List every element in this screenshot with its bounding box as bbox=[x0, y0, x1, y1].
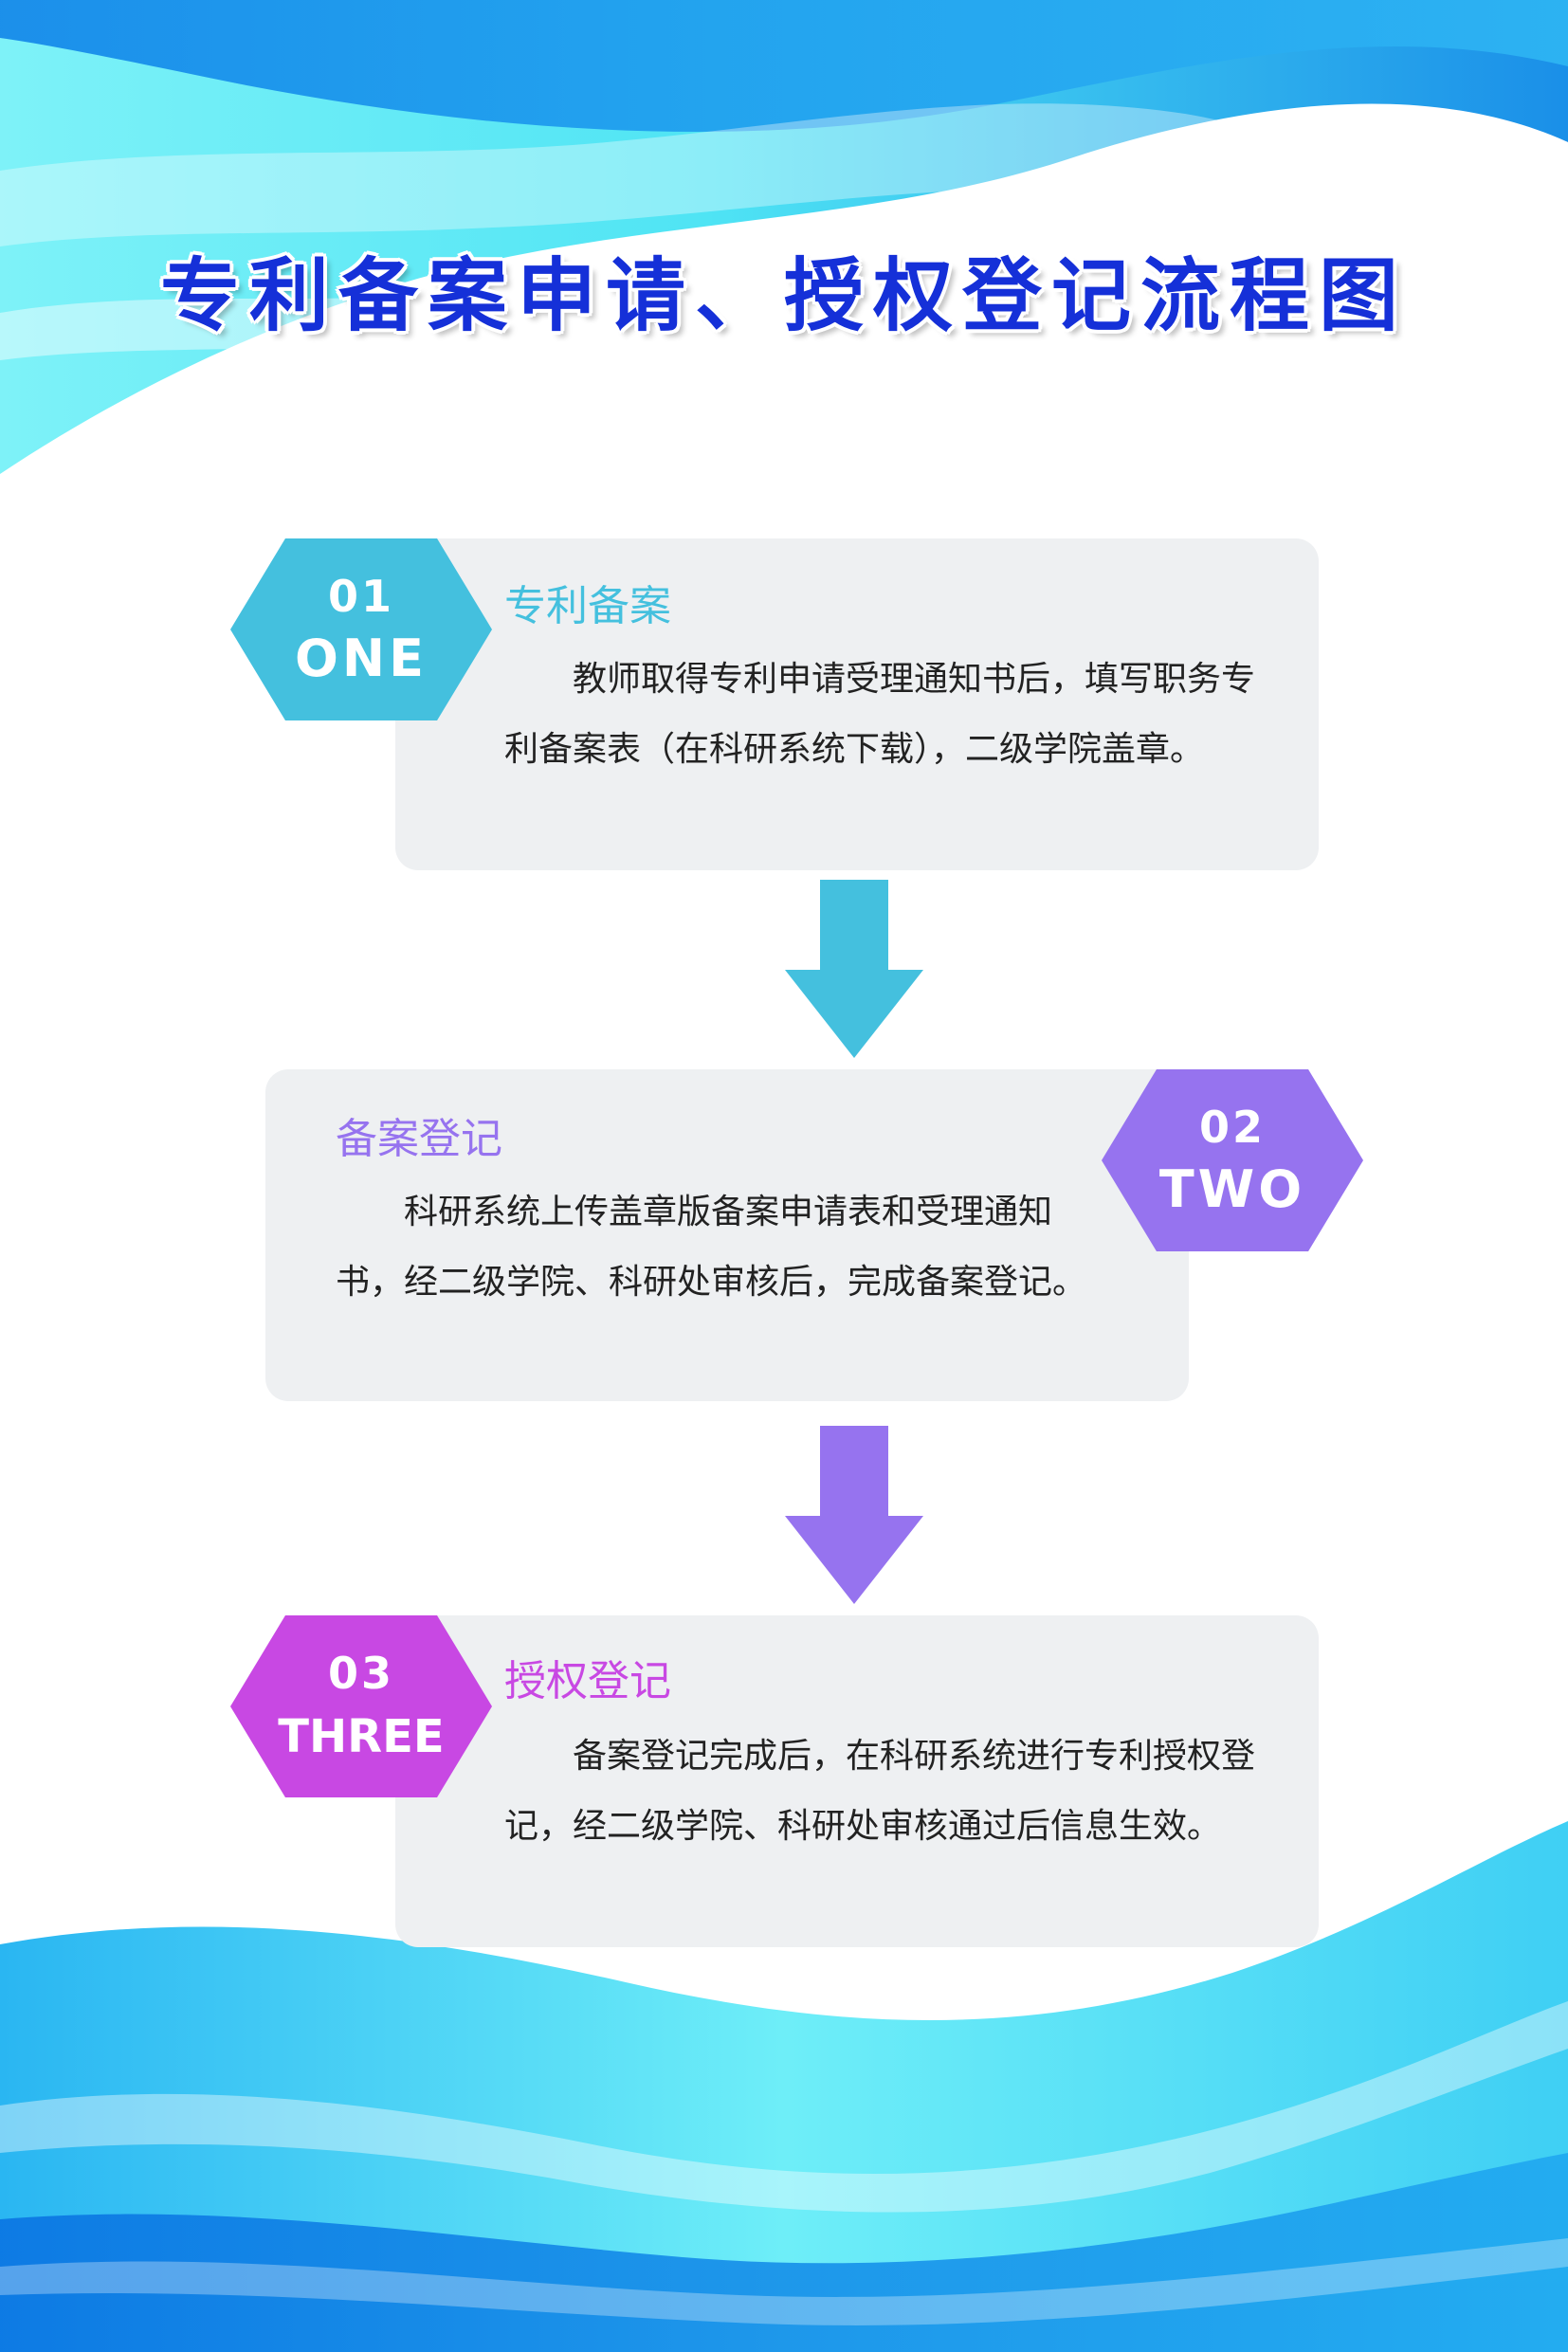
step-1-heading: 专利备案 bbox=[504, 582, 671, 630]
step-3-description: 备案登记完成后，在科研系统进行专利授权登记，经二级学院、科研处审核通过后信息生效… bbox=[504, 1737, 1256, 1846]
bottom-wave-background bbox=[0, 1821, 1568, 2352]
step-3-word: THREE bbox=[278, 1710, 445, 1763]
step-1-card bbox=[395, 538, 1319, 870]
down-arrow-icon bbox=[785, 1426, 923, 1604]
step-3-heading: 授权登记 bbox=[504, 1657, 671, 1705]
step-3-badge: 03 THREE bbox=[230, 1615, 492, 1797]
step-2-badge: 02 TWO bbox=[1102, 1069, 1363, 1251]
step-2-word: TWO bbox=[1158, 1159, 1306, 1219]
page-title: 专利备案申请、授权登记流程图 bbox=[159, 249, 1408, 342]
step-2-heading: 备案登记 bbox=[336, 1115, 502, 1163]
step-3-card bbox=[395, 1615, 1319, 1947]
step-1-number: 01 bbox=[327, 571, 394, 622]
top-wave-background bbox=[0, 0, 1568, 474]
step-1-badge: 01 ONE bbox=[230, 538, 492, 720]
step-2-card bbox=[265, 1069, 1189, 1401]
step-1-description: 教师取得专利申请受理通知书后，填写职务专利备案表（在科研系统下载），二级学院盖章… bbox=[504, 660, 1256, 769]
step-2-description: 科研系统上传盖章版备案申请表和受理通知书，经二级学院、科研处审核后，完成备案登记… bbox=[336, 1193, 1087, 1302]
step-3-number: 03 bbox=[327, 1648, 394, 1699]
step-2-number: 02 bbox=[1198, 1102, 1266, 1153]
step-1-word: ONE bbox=[295, 629, 428, 688]
down-arrow-icon bbox=[785, 880, 923, 1058]
